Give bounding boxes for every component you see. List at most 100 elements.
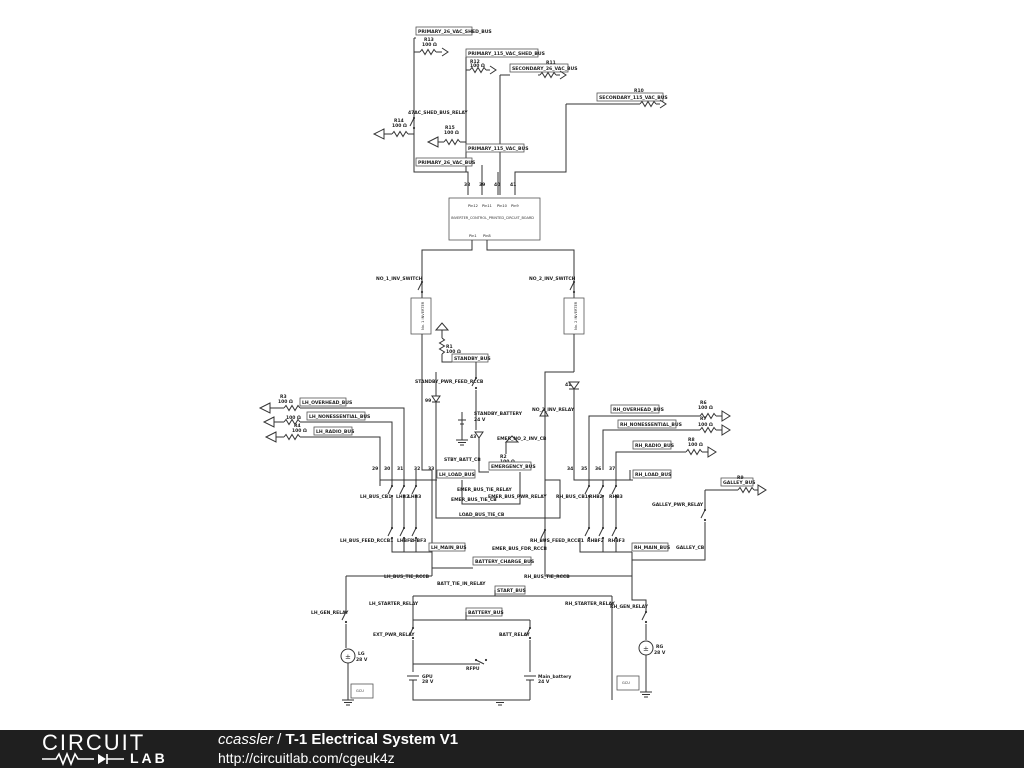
rhb2-label: RHB2 [589,494,603,500]
start-bus-label: START_BUS [497,588,526,594]
lh-bus-tie-label: LH_BUS_TIE_RCCB [384,574,430,580]
pin-38: 38 [464,182,470,188]
lh-starter-label: LH_STARTER_RELAY [369,601,419,607]
inverter-1-box [410,297,432,335]
galley-pwr-relay-label: GALLEY_PWR_RELAY [652,502,704,508]
lh-main-bus-tag: LH_MAIN_BUS [428,542,467,552]
emergency-section: EMERGENCY_BUS EMER_BUS_TIE_RELAY EMER_BU… [435,456,561,560]
title-separator: / [273,731,286,748]
primary-115-vac-bus-label: PRIMARY_115_VAC_BUS [468,146,529,152]
r13-resistor [419,49,437,55]
lh-nonessential-bus-label: LH_NONESSENTIAL_BUS [309,414,370,420]
board-pin1: Pin1 [469,234,477,238]
r14-name: R14 [394,118,404,124]
lh-bus-feed-switch [387,526,394,540]
diode-41-label: 41 [565,382,571,388]
galley-cb-label: GALLEY_CB [676,545,705,551]
secondary-26-vac-bus-label: SECONDARY_26_VAC_BUS [512,66,578,72]
rh-overhead-bus-label: RH_OVERHEAD_BUS [613,407,664,413]
lhbf2-switch [399,526,406,540]
board-pin9: Pin9 [511,204,519,208]
galley-bus-tag: GALLEY_BUS [720,477,755,487]
rh-bus-feed-switch [584,526,591,540]
emer-bus-fdr-label: EMER_BUS_FDR_RCCB [492,546,548,552]
pin-39: 39 [479,182,485,188]
battery-charge-bus-tag: BATTERY_CHARGE_BUS [472,556,534,566]
r7-resistor [699,427,717,433]
emer-bus-pwr-relay-label: EMER_BUS_PWR_RELAY [488,494,547,500]
r1-value: 100 Ω [446,349,461,355]
r9-name: R9 [737,475,744,481]
rh-bus-tie-label: RH_BUS_TIE_RCCB [524,574,570,580]
lg-generator-symbol: ± [345,653,351,661]
standby-battery-v: 24 V [474,417,486,423]
lh-dc-section: LH_OVERHEAD_BUS R3 100 Ω LH_NONESSENTIAL… [258,394,476,553]
r1-name: R1 [446,344,453,350]
board-pin11: Pin11 [482,204,492,208]
diode-99-label: 99 [425,398,431,404]
lhbf3-switch [411,526,418,540]
diode-43 [474,431,484,439]
r8-value: 100 Ω [688,442,703,448]
primary-26-vac-shed-bus-tag: PRIMARY_26_VAC_SHED_BUS [415,26,492,36]
schematic-canvas: PRIMARY_26_VAC_SHED_BUS R13 100 Ω PRIMAR… [258,26,767,706]
rh-gcu-label: GCU [622,681,630,685]
pin-41: 41 [510,182,516,188]
emer-bus-tie-cb-label: EMER_BUS_TIE_CB [451,497,497,503]
lg-voltage: 28 V [356,657,368,663]
lh-overhead-bus-label: LH_OVERHEAD_BUS [302,400,352,406]
rh-dc-section: RH_OVERHEAD_BUS R6 100 Ω RH_NONESSENTIAL… [530,400,767,561]
rh-pin-36: 36 [595,466,601,472]
r8-name: R8 [688,437,695,443]
rh-gen-label: RH_GEN_RELAY [610,604,649,610]
inverter-section: NO_1_INV_SWITCH NO_2_INV_SWITCH No. 1 IN… [376,240,585,520]
r4-name: R4 [294,423,301,429]
rh-starter-label: RH_STARTER_RELAY [565,601,616,607]
rh-overhead-bus-tag: RH_OVERHEAD_BUS [610,404,664,414]
r14-value: 100 Ω [392,123,407,129]
footer-bar [0,730,1024,768]
logo-circuit-text: CIRCUIT [42,730,146,755]
rh-load-bus-label: RH_LOAD_BUS [635,472,671,478]
lh-gcu-ground-icon [341,699,355,706]
primary-26-vac-shed-bus-label: PRIMARY_26_VAC_SHED_BUS [418,29,492,35]
rh-gen-switch [641,610,648,624]
lh-pin-31: 31 [397,466,403,472]
r1-resistor [439,337,445,355]
lh-bus-cb1-label: LH_BUS_CB1 [360,494,391,500]
r9-resistor [737,487,755,493]
r15-resistor [443,139,461,145]
primary-115-vac-shed-bus-tag: PRIMARY_115_VAC_SHED_BUS [465,48,545,58]
emergency-bus-label: EMERGENCY_BUS [491,464,536,470]
batt-relay-label: BATT_RELAY [499,632,531,638]
battery-charge-bus-label: BATTERY_CHARGE_BUS [475,559,534,565]
rh-pin-35: 35 [581,466,587,472]
lg-name: LG [358,651,365,657]
batt-tie-in-label: BATT_TIE_IN_RELAY [437,581,486,587]
standby-bus-tag: STANDBY_BUS [451,353,491,363]
logo-resistor-diode-icon [42,752,124,766]
logo-lab-text: LAB [130,750,168,766]
inverter-1-label: No. 1 INVERTER [421,301,425,330]
r7-name: R7 [700,416,707,422]
no2-switch-label: NO_2_INV_SWITCH [529,276,576,282]
author-link[interactable]: ccassler [218,731,274,748]
rg-generator-symbol: ± [643,645,649,653]
relay-41-diode [539,407,549,417]
emer-no2-inv-cb-label: EMER_NO_2_INV_CB [497,436,547,442]
diode-41 [568,381,580,390]
r3-name: R3 [280,394,287,400]
rh-gcu-box [616,675,640,691]
gpu-name: GPU [422,674,433,680]
r13-name: R13 [424,37,434,43]
standby-ground-icon [455,439,469,446]
no1-switch-label: NO_1_INV_SWITCH [376,276,423,282]
circuit-url-link[interactable]: http://circuitlab.com/cgeuk4z [218,750,395,766]
rh-bus-feed-label: RH_BUS_FEED_RCCB1 [530,538,584,544]
circuitlab-logo[interactable]: CIRCUIT LAB [42,732,178,766]
rh-main-bus-tag: RH_MAIN_BUS [631,542,670,552]
shed-relay-label: 47AC_SHED_BUS_RELAY [408,110,468,116]
rg-voltage: 28 V [654,650,666,656]
lh-pin-30: 30 [384,466,390,472]
r15-name: R15 [445,125,455,131]
